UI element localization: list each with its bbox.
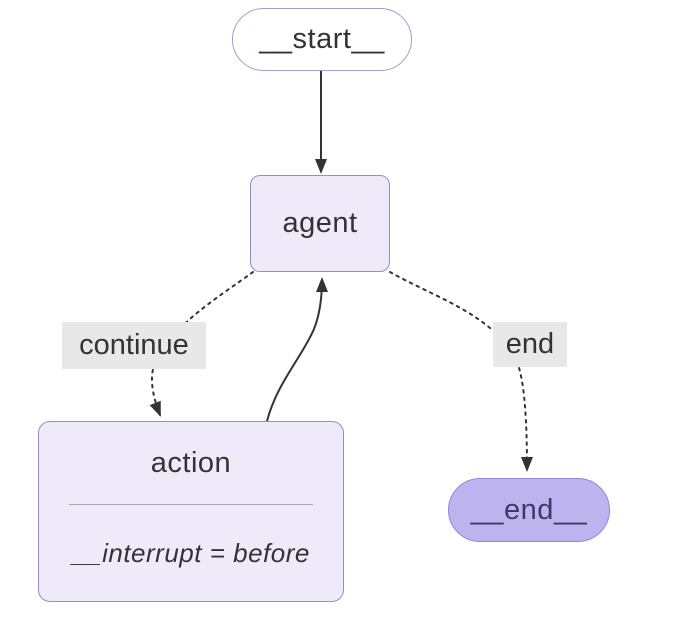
node-action-description: __interrupt = before <box>72 537 310 568</box>
edge-action-to-agent <box>266 277 328 422</box>
node-action-title-row: action <box>39 422 343 504</box>
edge-label-end: end <box>493 322 567 367</box>
node-start: __start__ <box>232 8 412 71</box>
edge-label-continue: continue <box>62 322 206 369</box>
edge-agent-to-end <box>389 271 533 472</box>
edge-label-continue-text: continue <box>79 329 189 361</box>
node-action-divider <box>69 504 313 505</box>
node-agent-label: agent <box>282 207 358 239</box>
node-action-label: action <box>150 446 232 479</box>
node-agent: agent <box>250 175 390 272</box>
node-end-label: __end__ <box>470 493 588 526</box>
node-action-description-row: __interrupt = before <box>39 505 343 601</box>
node-end: __end__ <box>448 478 610 542</box>
node-start-label: __start__ <box>259 23 385 55</box>
edge-label-end-text: end <box>505 328 555 360</box>
node-action: action __interrupt = before <box>38 421 344 602</box>
